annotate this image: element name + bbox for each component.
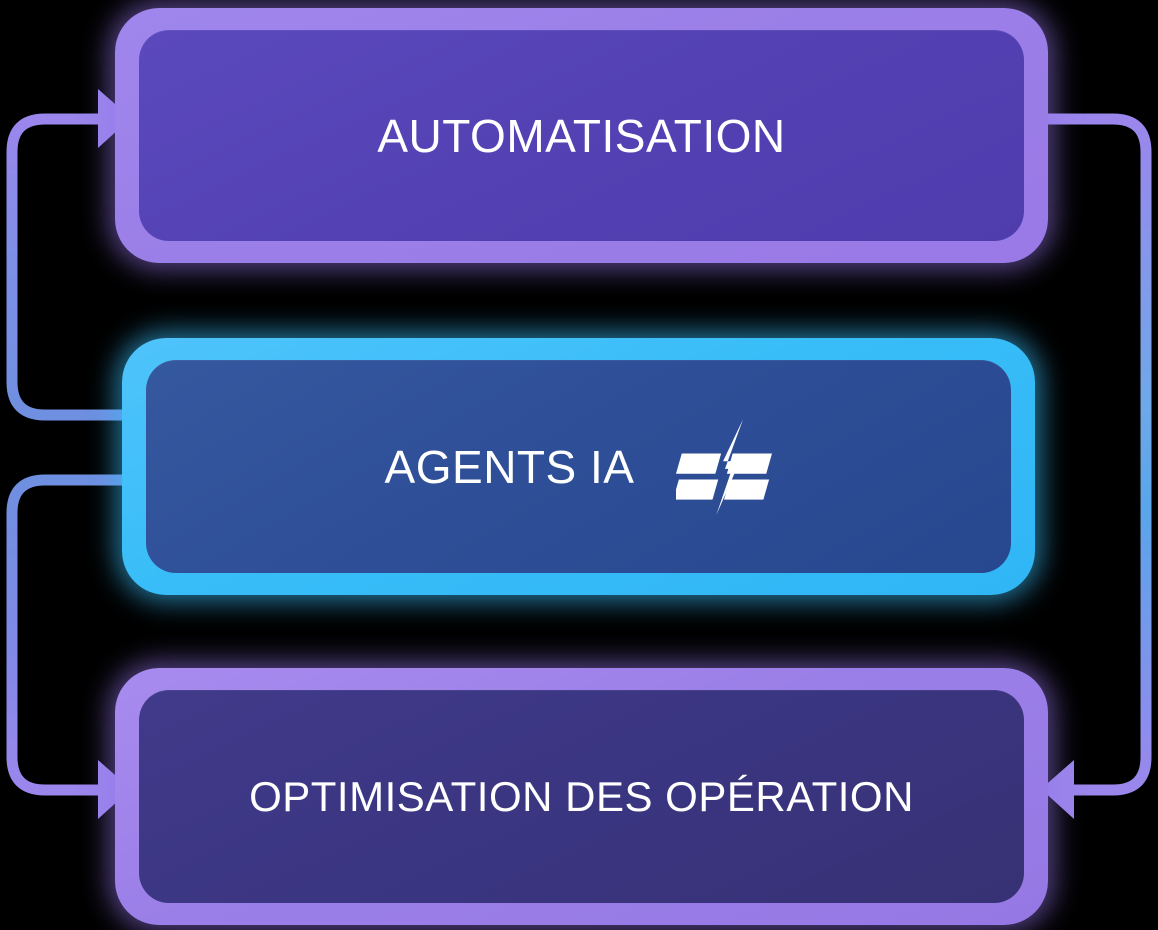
node-plate-automatisation: AUTOMATISATION xyxy=(139,30,1024,241)
node-automatisation[interactable]: AUTOMATISATION xyxy=(115,8,1048,263)
node-agents-ia[interactable]: AGENTS IA xyxy=(122,338,1035,595)
lightning-bolt-logo-icon xyxy=(676,418,773,515)
node-plate-optimisation: OPTIMISATION DES OPÉRATION xyxy=(139,690,1024,903)
node-label-automatisation: AUTOMATISATION xyxy=(377,109,786,162)
node-label-optimisation: OPTIMISATION DES OPÉRATION xyxy=(249,772,914,820)
node-optimisation[interactable]: OPTIMISATION DES OPÉRATION xyxy=(115,668,1048,925)
node-label-agents-ia: AGENTS IA xyxy=(384,440,635,493)
node-plate-agents-ia: AGENTS IA xyxy=(146,360,1011,573)
node-content-agents-ia: AGENTS IA xyxy=(384,418,773,515)
